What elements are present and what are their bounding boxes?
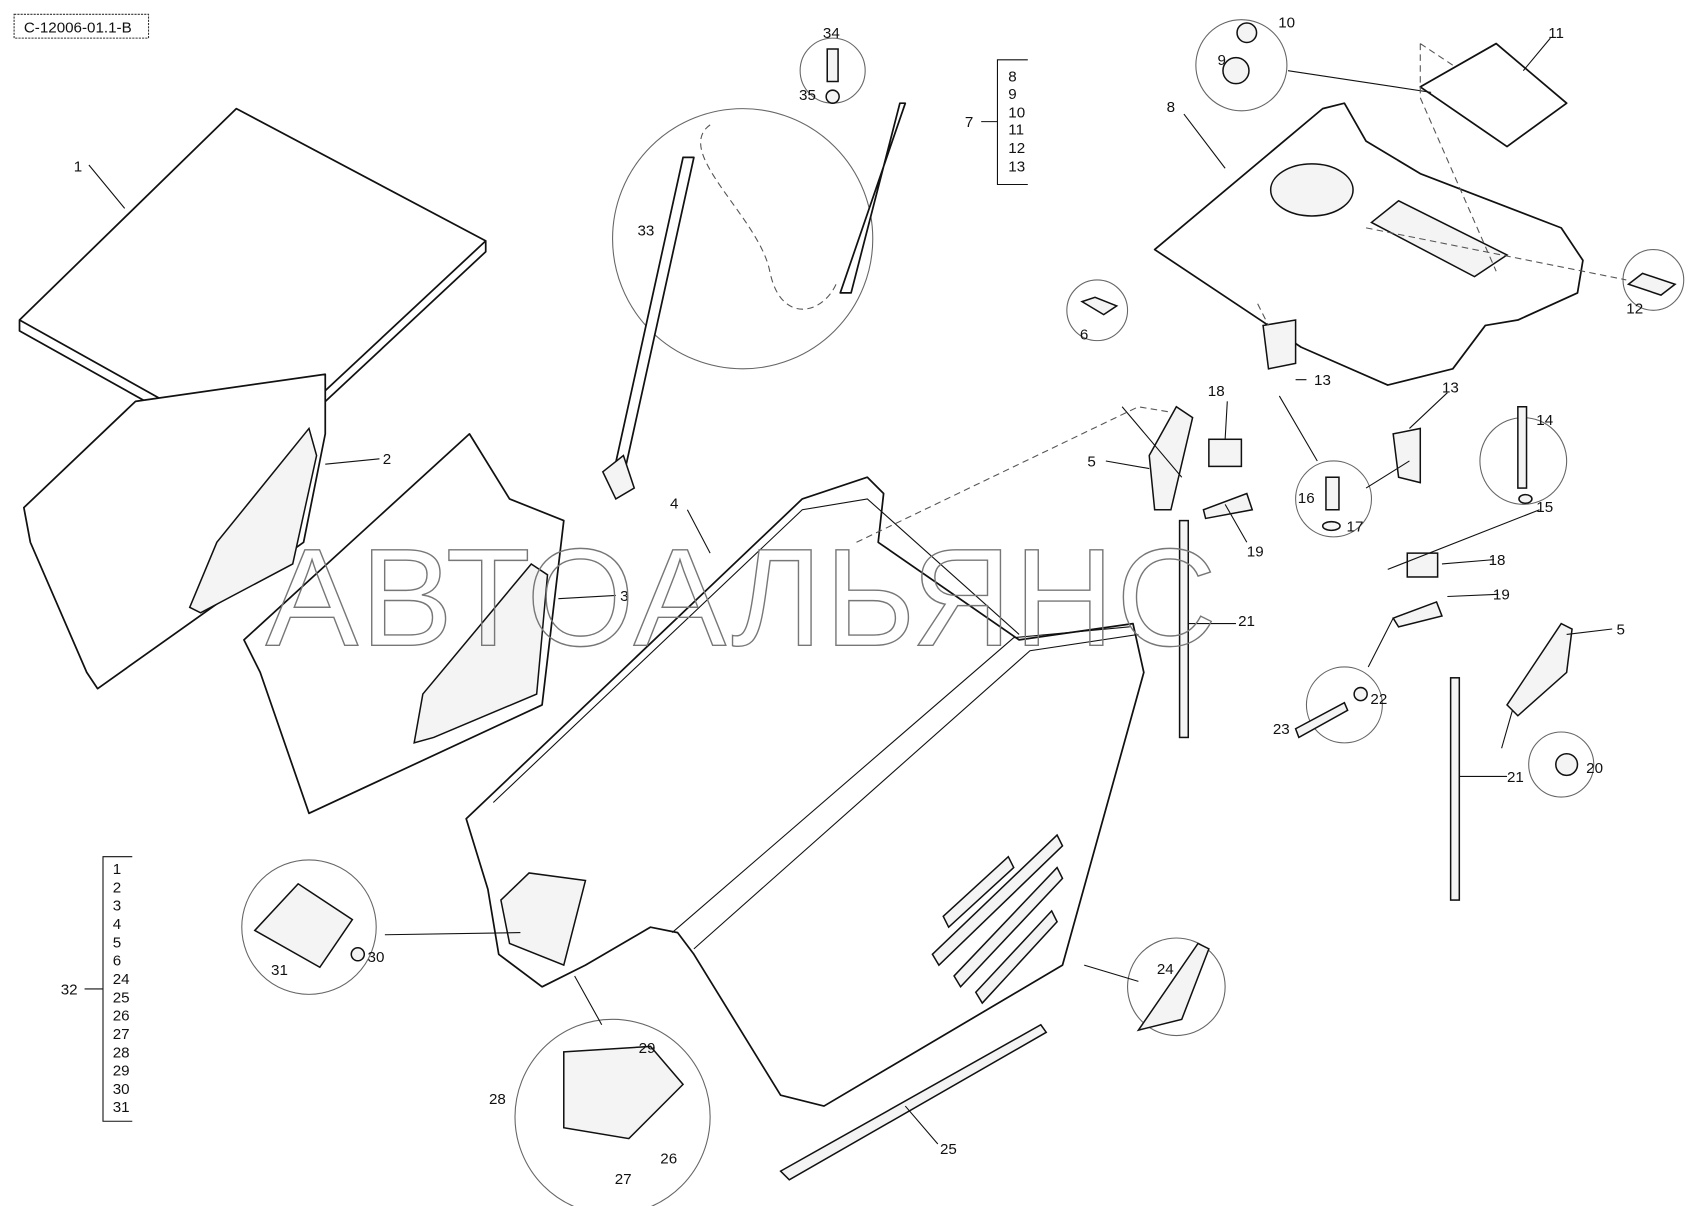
callout-1: 1: [74, 158, 82, 175]
callout-19b: 19: [1493, 587, 1510, 604]
callout-2: 2: [383, 451, 391, 468]
group-32-item: 29: [113, 1063, 130, 1080]
group-7-label: 7: [965, 114, 973, 131]
drawing-code-box: C-12006-01.1-B: [13, 13, 150, 39]
group-32-item: 24: [113, 971, 130, 988]
watermark: АВТОАЛЬЯНС: [266, 520, 1219, 675]
part-25-seal: [779, 1023, 1048, 1181]
group-32-item: 31: [113, 1099, 130, 1116]
callout-15: 15: [1536, 499, 1553, 516]
callout-9: 9: [1218, 52, 1226, 69]
drawing-code: C-12006-01.1-B: [24, 20, 132, 37]
callout-18: 18: [1208, 383, 1225, 400]
part-2-side-panel: [22, 373, 327, 690]
group-32-item: 25: [113, 989, 130, 1006]
group-32-item: 4: [113, 916, 121, 933]
part-4-hood: [465, 476, 1145, 1107]
callout-20: 20: [1586, 760, 1603, 777]
callout-5: 5: [1087, 453, 1095, 470]
callout-33: 33: [638, 222, 655, 239]
hood-vents: [931, 833, 1064, 1005]
callout-18b: 18: [1489, 552, 1506, 569]
group-32-item: 28: [113, 1044, 130, 1061]
callout-30: 30: [368, 949, 385, 966]
group-32-label: 32: [61, 981, 78, 998]
callout-22: 22: [1370, 691, 1387, 708]
callout-26: 26: [660, 1151, 677, 1168]
callout-12: 12: [1626, 301, 1643, 318]
callout-8: 8: [1167, 99, 1175, 116]
callout-14: 14: [1536, 412, 1553, 429]
callout-23: 23: [1273, 721, 1290, 738]
leader-lines: [88, 37, 1627, 1145]
callout-11: 11: [1548, 25, 1564, 42]
callout-21: 21: [1238, 613, 1255, 630]
callout-6: 6: [1080, 327, 1088, 344]
group-7-legend: 7 8 9 10 11 12 13: [965, 59, 1028, 186]
callout-34: 34: [823, 25, 840, 42]
callout-17: 17: [1347, 518, 1364, 535]
callout-19: 19: [1247, 543, 1264, 560]
callout-31: 31: [271, 962, 288, 979]
part-11-plate: [1419, 42, 1568, 148]
group-32-item: 5: [113, 934, 121, 951]
callout-25: 25: [940, 1141, 957, 1158]
callout-24: 24: [1157, 961, 1174, 978]
callout-35: 35: [799, 87, 816, 104]
callout-28: 28: [489, 1091, 506, 1108]
callout-5b: 5: [1617, 621, 1625, 638]
group-32-item: 26: [113, 1008, 130, 1025]
group-32-item: 6: [113, 953, 121, 970]
callout-16: 16: [1298, 490, 1315, 507]
group-7-item: 9: [1008, 86, 1016, 103]
group-32-item: 2: [113, 879, 121, 896]
group-7-item: 12: [1008, 140, 1025, 157]
callout-29: 29: [639, 1040, 656, 1057]
group-7-item: 8: [1008, 69, 1016, 86]
part-3-side-panel: [243, 432, 565, 815]
callout-3: 3: [620, 588, 628, 605]
callout-labels: 1 2 3 4 5 5 6 8 9 10 11 12 13 13 14 15 1…: [74, 14, 1643, 1188]
callout-21b: 21: [1507, 769, 1524, 786]
callout-27: 27: [615, 1171, 632, 1188]
group-7-item: 13: [1008, 158, 1025, 175]
group-32-item: 3: [113, 898, 121, 915]
callout-10: 10: [1278, 14, 1295, 31]
group-7-item: 10: [1008, 104, 1025, 121]
group-32-item: 30: [113, 1081, 130, 1098]
group-7-item: 11: [1008, 122, 1024, 139]
group-32-item: 27: [113, 1026, 130, 1043]
callout-13b: 13: [1442, 380, 1459, 397]
part-8-cover: [1153, 102, 1584, 386]
callout-4: 4: [670, 496, 678, 513]
group-32-item: 1: [113, 861, 121, 878]
callout-13: 13: [1314, 372, 1331, 389]
